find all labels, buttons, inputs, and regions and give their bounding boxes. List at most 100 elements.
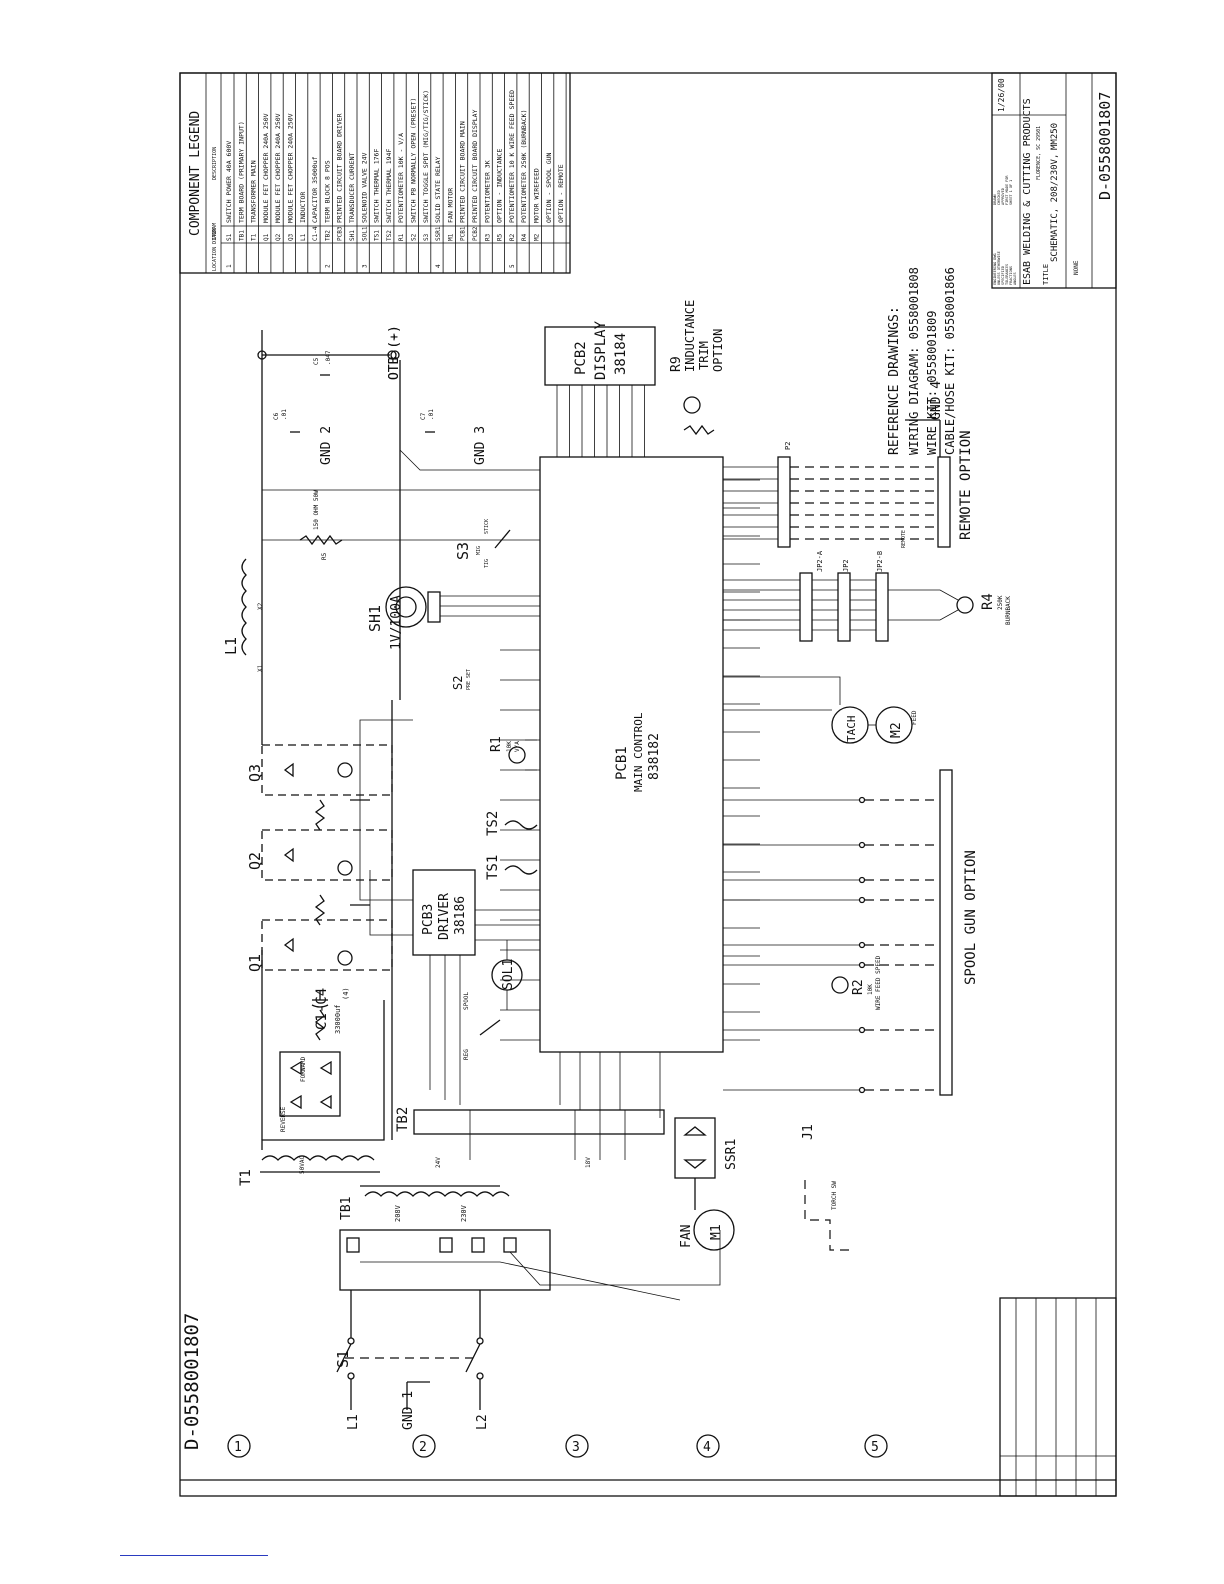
zone-markers: 1 2 3 4 5 — [227, 1434, 888, 1458]
legend-row-desc: PRINTED CIRCUIT BOARD DRIVER — [336, 113, 344, 223]
pcb3-gate-wire-q3 — [359, 719, 413, 901]
s1-contact-2a — [476, 1337, 484, 1345]
legend-row-item: SSR1 — [435, 226, 442, 241]
q3-module-outline — [261, 744, 393, 796]
gnd3-label: GND 3 — [473, 426, 488, 465]
footer-link-underline[interactable] — [120, 1555, 268, 1556]
legend-row-desc: POTENTIOMETER 250K (BURNBACK) — [520, 110, 528, 224]
title-block: 1/26/00 ESAB WELDING & CUTTING PRODUCTS … — [991, 72, 1117, 289]
legend-row-desc: SWITCH PB NORMALLY OPEN (PRESET) — [410, 98, 418, 223]
pcb3-label-3: 38186 — [453, 896, 468, 935]
legend-row-desc: MOTOR WIREFEED — [533, 168, 541, 223]
gnd1-label: GND 1 — [401, 1391, 416, 1430]
gnd4-label: GND 4 — [929, 381, 944, 420]
q2-module-outline — [261, 829, 393, 881]
p2-connector — [777, 456, 791, 548]
remote-connector — [937, 456, 951, 548]
legend-row-item: TS2 — [386, 230, 393, 241]
spool-wire-terminal — [858, 841, 866, 849]
sheet-border — [179, 72, 1117, 1497]
p2-label: P2 — [784, 442, 792, 450]
fan-motor-circle — [693, 1209, 735, 1251]
s2-sub: PRE SET — [466, 669, 472, 690]
title-block-row-label: SHEET 1 OF 1 — [1009, 180, 1013, 205]
pcb1-label-1: PCB1 — [614, 746, 630, 780]
legend-row-desc: POTENTIOMETER 10K - V/A — [397, 133, 405, 223]
r9-option: R9 INDUCTANCE TRIM OPTION — [669, 300, 725, 436]
tach-wire-1 — [723, 676, 841, 705]
pcb1-main-control: PCB1 MAIN CONTROL 838182 — [500, 456, 760, 1118]
spool-gun-connector — [939, 769, 953, 1096]
t1-primary-coil — [364, 1191, 510, 1197]
tb2-v18: 18V — [585, 1157, 592, 1168]
s1-contact-1b — [347, 1372, 355, 1380]
tb2-section: TB2 24V 18V — [395, 1107, 665, 1168]
reference-line-3: CABLE/HOSE KIT: 0558001866 — [943, 267, 957, 455]
r2-value: 10K — [867, 984, 874, 995]
legend-row-loc: 2 — [324, 264, 331, 268]
pcb1-box — [539, 456, 724, 1053]
legend-row-desc: SOLID STATE RELAY — [434, 156, 442, 223]
j1-label: J1 — [801, 1124, 816, 1140]
forward-label: FORWARD — [300, 1056, 307, 1082]
tb1-terminal-3 — [471, 1237, 485, 1253]
pcb2-display: PCB2 DISPLAY 38184 — [544, 320, 656, 457]
sol1-section: SOL1 SPOOL REG — [463, 940, 523, 1060]
r2-label: R2 — [851, 979, 866, 995]
s3-switch-blade — [494, 529, 511, 549]
tb1-terminal-1 — [346, 1237, 360, 1253]
torch-switch-wire — [804, 1180, 850, 1251]
legend-row-desc: PRINTED CIRCUIT BOARD MAIN — [459, 121, 467, 223]
pcb2-label-3: 38184 — [613, 333, 629, 375]
revision-frame — [999, 1297, 1117, 1497]
jp2-section: JP2-A JP2 JP2-B R4 250K BURNBACK — [723, 550, 1012, 642]
title-block-row-label: FRACTIONS — [1009, 266, 1013, 285]
pcb3-box — [412, 869, 476, 956]
t1-secondary-coil — [261, 1155, 375, 1161]
legend-row-desc: OPTION - INDUCTANCE — [496, 149, 504, 223]
sh1-core — [395, 596, 417, 618]
pcb3-label-2: DRIVER — [437, 893, 452, 940]
pcb2-wires — [556, 385, 645, 457]
legend-row-item: TB2 — [324, 230, 331, 241]
otb-positive-label: OTB (+) — [387, 325, 402, 380]
legend-row-item: M2 — [534, 233, 541, 241]
s2-label: S2 — [451, 676, 465, 690]
c5-label: C5 — [313, 357, 320, 365]
legend-row-item: R4 — [521, 233, 528, 241]
legend-title: COMPONENT LEGEND — [188, 111, 203, 236]
zone-circle-2 — [412, 1434, 436, 1458]
tb1-to-fan-wire-2 — [509, 1230, 721, 1286]
jp2b-to-r4-wire — [888, 609, 959, 621]
otb-positive-terminal[interactable] — [387, 350, 397, 360]
tb2-v24: 24V — [435, 1157, 442, 1168]
ssr1-triac-1 — [683, 1126, 707, 1136]
r9-resistor — [683, 424, 715, 436]
fet-modules: Q1 Q2 Q3 — [246, 700, 393, 1140]
legend-row-desc: SOLENOID VALVE 24V — [360, 152, 368, 223]
legend-row-desc: TERM BOARD (PRIMARY INPUT) — [237, 121, 245, 223]
otb-negative-terminal[interactable] — [390, 350, 400, 360]
legend-row-item: SH1 — [349, 230, 356, 241]
title-block-row-label: ENGINEERING DWG — [993, 253, 997, 285]
q1-label: Q1 — [246, 954, 264, 972]
r9-label-3: TRIM — [697, 341, 711, 370]
r9-label-4: OPTION — [711, 329, 725, 372]
q1-diode — [283, 937, 294, 953]
c1c4-label: C1-C4 — [314, 988, 330, 1030]
legend-row-desc: POTENTIOMETER 3K — [483, 160, 491, 223]
otb-positive-terminal-left[interactable] — [257, 350, 267, 360]
jp2a-label: JP2-A — [816, 550, 824, 572]
r9-label-2: INDUCTANCE — [683, 300, 697, 372]
x1-label: X1 — [257, 664, 264, 672]
sh1-label: SH1 — [366, 605, 384, 632]
ts1-label: TS1 — [485, 855, 501, 880]
c6-label: C6 — [273, 412, 280, 420]
title-block-row-label: CHECKED — [997, 190, 1001, 205]
legend-row-item: Q3 — [288, 233, 295, 241]
r4-sub: BURNBACK — [1005, 596, 1012, 625]
legend-header-desc: DESCRIPTION — [212, 147, 218, 180]
s3-tig: TIG — [484, 559, 490, 568]
title-block-row-label: APPROVED — [1001, 188, 1005, 205]
legend-row-item: T1 — [251, 233, 258, 241]
